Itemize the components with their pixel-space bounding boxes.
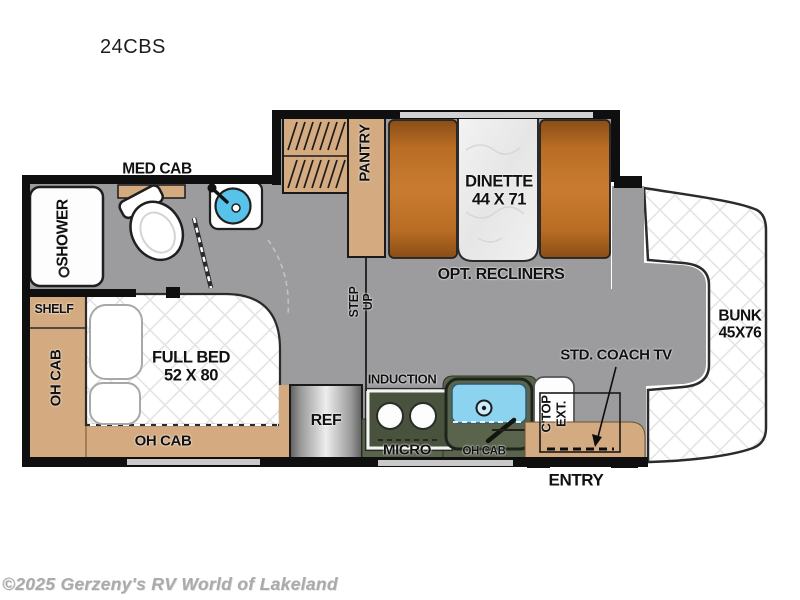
label-dinette: DINETTE 44 X 71 bbox=[465, 173, 533, 210]
bunk-mattress bbox=[642, 186, 768, 464]
hanging-rod-hatch bbox=[287, 121, 346, 189]
label-bunk-line2: 45X76 bbox=[718, 325, 762, 342]
cab-floor-tab bbox=[630, 262, 706, 387]
burner-icon bbox=[376, 402, 404, 430]
burner-icon bbox=[409, 402, 437, 430]
sink-drain-dot bbox=[481, 405, 487, 411]
label-opt-recliners: OPT. RECLINERS bbox=[437, 266, 565, 284]
label-step-line2: UP bbox=[361, 293, 375, 311]
dinette-bench-right bbox=[539, 119, 611, 259]
bath-sink-drain bbox=[231, 203, 241, 213]
label-oh-cab-bottom: OH CAB bbox=[134, 432, 192, 450]
label-dinette-line1: DINETTE bbox=[465, 172, 533, 191]
pillow bbox=[89, 382, 141, 425]
label-pantry: PANTRY bbox=[356, 124, 374, 182]
shower-drain-icon bbox=[58, 266, 70, 278]
label-full-bed-line2: 52 X 80 bbox=[163, 367, 219, 385]
tv-leader-arrowhead bbox=[592, 434, 602, 447]
label-med-cab: MED CAB bbox=[122, 160, 192, 178]
galley-end-panel bbox=[279, 385, 290, 460]
hall-floor bbox=[266, 183, 284, 293]
label-std-coach-tv: STD. COACH TV bbox=[560, 346, 672, 364]
label-ctop-ext: C'TOP EXT. bbox=[538, 395, 568, 433]
label-step-up: STEP UP bbox=[347, 286, 375, 317]
door-swing-arc bbox=[267, 239, 290, 317]
label-ref: REF bbox=[310, 412, 342, 430]
wall-slide-right bbox=[611, 110, 620, 182]
dealer-watermark: ©2025 Gerzeny's RV World of Lakeland bbox=[2, 574, 338, 594]
wall-divider-stub bbox=[166, 287, 180, 298]
bath-faucet-lever bbox=[212, 188, 229, 204]
label-shower: SHOWER bbox=[54, 199, 72, 267]
label-shelf: SHELF bbox=[34, 302, 74, 316]
label-bunk-line1: BUNK bbox=[718, 307, 762, 325]
wardrobe-icon bbox=[282, 116, 350, 194]
dinette-table bbox=[457, 115, 539, 262]
label-micro: MICRO bbox=[383, 441, 431, 459]
wall-cap bbox=[614, 176, 642, 188]
wall-top bbox=[22, 175, 280, 184]
dinette-bench-left bbox=[388, 119, 458, 259]
label-entry: ENTRY bbox=[548, 470, 604, 490]
label-ctop-line1: C'TOP bbox=[538, 395, 554, 433]
page-title: 24CBS bbox=[100, 36, 166, 58]
wall-left bbox=[22, 175, 30, 467]
right-floor-strip bbox=[612, 186, 644, 296]
wall-slide-left bbox=[272, 110, 281, 185]
label-oh-cab-side: OH CAB bbox=[47, 349, 65, 407]
label-ctop-line2: EXT. bbox=[553, 401, 568, 427]
label-full-bed: FULL BED 52 X 80 bbox=[152, 349, 230, 386]
tv-leader-line bbox=[596, 366, 617, 442]
label-full-bed-line1: FULL BED bbox=[151, 348, 231, 367]
label-dinette-line2: 44 X 71 bbox=[471, 191, 527, 209]
toilet-icon bbox=[118, 184, 185, 262]
marble-veins bbox=[465, 144, 525, 243]
label-bunk: BUNK 45X76 bbox=[718, 307, 762, 343]
label-induction: INDUCTION bbox=[367, 371, 437, 387]
wall-bed-divider bbox=[28, 289, 136, 297]
pillow bbox=[89, 304, 143, 380]
label-oh-cab-sink: OH CAB bbox=[462, 445, 506, 458]
entry-well bbox=[539, 392, 621, 453]
bath-door-dash bbox=[192, 217, 213, 289]
window-strip bbox=[400, 112, 593, 118]
wall-bottom bbox=[22, 457, 648, 467]
window-strip bbox=[127, 459, 260, 465]
label-step-line1: STEP bbox=[347, 286, 361, 318]
window-strip bbox=[378, 460, 513, 466]
